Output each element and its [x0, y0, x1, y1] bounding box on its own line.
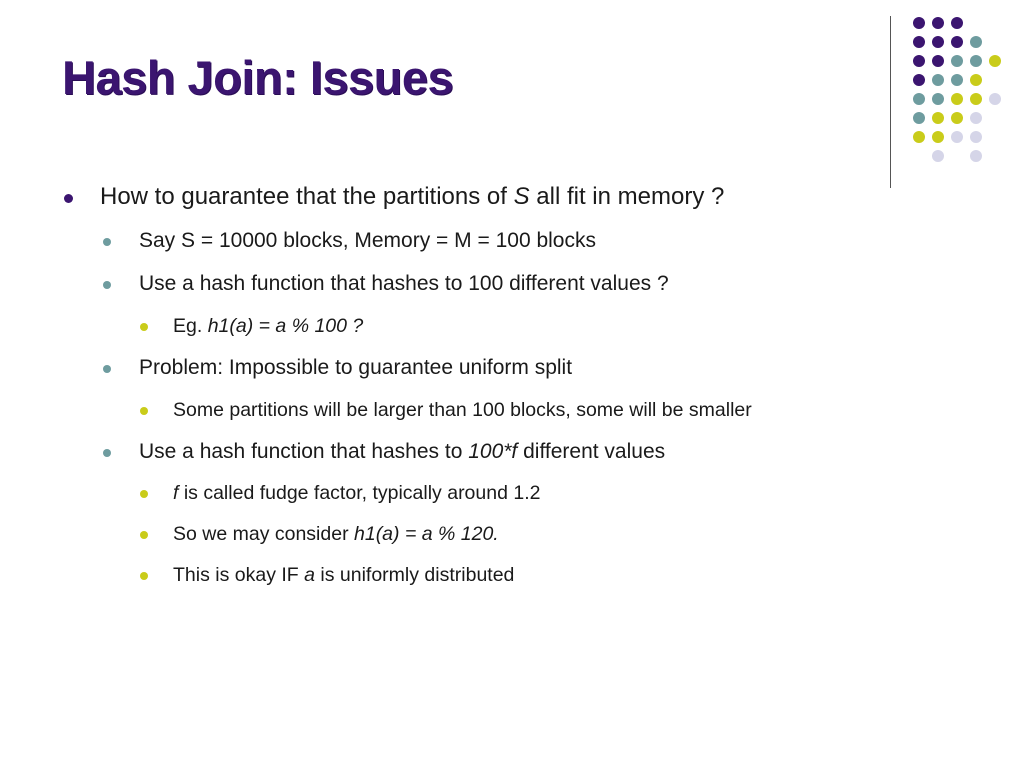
dot	[970, 55, 982, 67]
dot	[913, 93, 925, 105]
dot	[970, 112, 982, 124]
dot	[932, 93, 944, 105]
bullet-marker	[103, 238, 111, 246]
dot	[932, 36, 944, 48]
dot	[913, 74, 925, 86]
bullet-item: Problem: Impossible to guarantee uniform…	[139, 356, 573, 379]
bullet-marker	[140, 407, 148, 415]
dot	[932, 17, 944, 29]
dot	[970, 36, 982, 48]
slide-title: Hash Join: Issues	[62, 51, 454, 104]
bullet-item: Some partitions will be larger than 100 …	[173, 399, 752, 421]
bullet-item: f is called fudge factor, typically arou…	[173, 482, 541, 504]
bullet-marker	[64, 194, 73, 203]
dot	[989, 93, 1001, 105]
bullet-marker	[140, 323, 148, 331]
bullet-marker	[140, 572, 148, 580]
bullet-item: Eg. h1(a) = a % 100 ?	[173, 315, 364, 337]
dot	[913, 17, 925, 29]
bullet-item: So we may consider h1(a) = a % 120.	[173, 523, 499, 545]
title-divider-line	[890, 16, 891, 188]
dot	[989, 55, 1001, 67]
dot	[970, 74, 982, 86]
dot	[970, 150, 982, 162]
dot	[913, 131, 925, 143]
bullet-item: How to guarantee that the partitions of …	[100, 183, 725, 210]
bullet-marker	[103, 281, 111, 289]
dot	[951, 55, 963, 67]
dot	[951, 112, 963, 124]
bullet-item: Use a hash function that hashes to 100 d…	[139, 272, 669, 295]
bullet-item: Say S = 10000 blocks, Memory = M = 100 b…	[139, 229, 596, 252]
dot	[970, 93, 982, 105]
bullet-marker	[140, 531, 148, 539]
bullet-item: Use a hash function that hashes to 100*f…	[139, 440, 666, 463]
dot	[951, 74, 963, 86]
dot	[932, 112, 944, 124]
dot	[913, 36, 925, 48]
dot	[932, 74, 944, 86]
bullet-marker	[103, 449, 111, 457]
bullet-item: This is okay IF a is uniformly distribut…	[173, 564, 515, 586]
dot	[951, 93, 963, 105]
dot	[913, 112, 925, 124]
bullet-marker	[140, 490, 148, 498]
dot	[951, 131, 963, 143]
dot	[932, 131, 944, 143]
bullet-marker	[103, 365, 111, 373]
dot	[932, 55, 944, 67]
dot	[970, 131, 982, 143]
decorative-dot-grid-icon	[913, 17, 1001, 162]
dot	[951, 17, 963, 29]
dot	[913, 55, 925, 67]
dot	[951, 36, 963, 48]
dot	[932, 150, 944, 162]
